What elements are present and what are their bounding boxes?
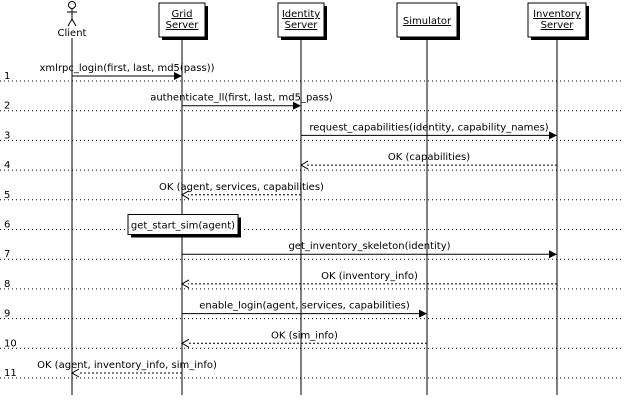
arrowhead-open — [180, 279, 190, 289]
messages: xmlrpc_login(first, last, md5(pass)) auth… — [37, 63, 557, 378]
participant-label-identity: Server — [285, 20, 319, 31]
step-number: 7 — [4, 249, 10, 260]
step-guides — [0, 80, 624, 379]
participant-label-inventory: Inventory — [533, 9, 581, 20]
participant-label-identity: Identity — [282, 9, 320, 20]
step-number: 3 — [4, 130, 10, 141]
arrowhead-open — [299, 160, 309, 170]
participant-label-inventory: Server — [541, 20, 575, 31]
message-label: OK (agent, inventory_info, sim_info) — [37, 360, 217, 371]
participant-label-grid: Grid — [172, 9, 193, 20]
message-label: request_capabilities(identity, capabilit… — [309, 122, 548, 133]
step-number: 6 — [4, 220, 10, 231]
message-label: OK (capabilities) — [388, 152, 470, 163]
step-number: 2 — [4, 101, 10, 112]
message-label: xmlrpc_login(first, last, md5(pass)) — [40, 63, 215, 74]
participant-label-simulator: Simulator — [403, 16, 452, 27]
arrowhead-filled — [174, 72, 182, 80]
message-label: authenticate_ll(first, last, md5_pass) — [150, 93, 333, 104]
participant-label-grid: Server — [166, 20, 200, 31]
arrowhead-filled — [419, 309, 427, 318]
step-number: 8 — [4, 279, 10, 290]
self-call-box: get_start_sim(agent) — [127, 214, 241, 238]
step-number: 1 — [4, 71, 10, 82]
message-label: get_start_sim(agent) — [131, 221, 235, 232]
message-label: OK (inventory_info) — [321, 271, 418, 282]
message-label: get_inventory_skeleton(identity) — [288, 241, 450, 252]
arrowhead-filled — [549, 131, 557, 140]
step-number: 11 — [4, 368, 17, 379]
step-number: 9 — [4, 309, 10, 320]
step-numbers: 1 2 3 4 5 6 7 8 9 10 11 — [4, 71, 17, 379]
participant-label-client: Client — [58, 28, 87, 39]
step-number: 5 — [4, 190, 10, 201]
participant-box-simulator: Simulator — [396, 2, 460, 40]
arrowhead-open — [180, 190, 190, 200]
arrowhead-open — [180, 338, 190, 348]
arrowhead-open — [70, 368, 80, 378]
message-label: OK (sim_info) — [271, 330, 338, 341]
message-label: OK (agent, services, capabilities) — [159, 182, 324, 193]
step-number: 10 — [4, 338, 17, 349]
step-number: 4 — [4, 160, 10, 171]
arrowhead-filled — [549, 250, 557, 259]
message-label: enable_login(agent, services, capabiliti… — [199, 301, 410, 312]
arrowhead-filled — [293, 101, 301, 110]
